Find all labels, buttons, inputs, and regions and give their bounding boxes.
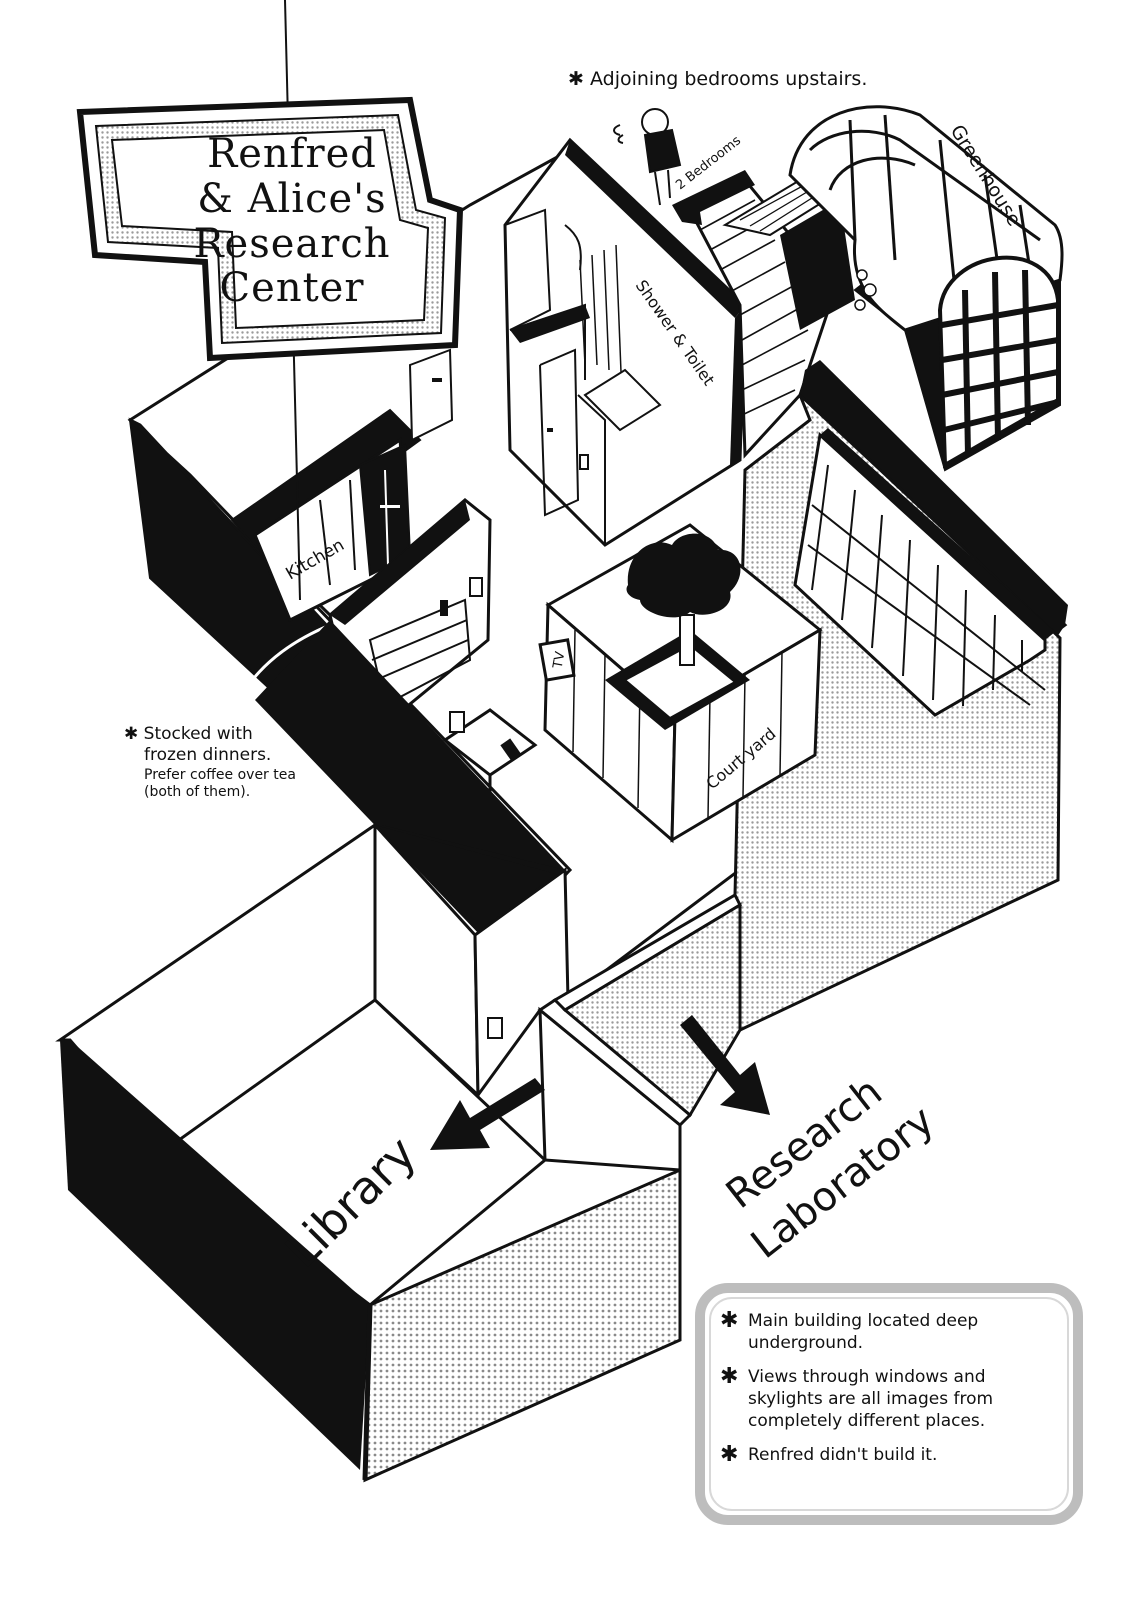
shower-toilet-block [503,137,747,547]
bedrooms-arrow [672,170,755,225]
asterisk-icon: ✱ [720,1442,739,1468]
courtyard [538,523,823,844]
info-box: ✱ Main building located deep underground… [720,1308,1060,1479]
center-black-wall [255,620,565,935]
title-line-1: Renfred [207,131,377,177]
page-title: Renfred & Alice's Research Center [142,132,442,311]
info-item: ✱ Views through windows and skylights ar… [720,1366,1060,1432]
fridge-note-line-2: frozen dinners. [144,745,272,766]
fridge-note-line-1: Stocked with [143,724,253,744]
kitchen-door [408,348,454,442]
library-arrow [430,1078,545,1150]
upstairs-note-text: Adjoining bedrooms upstairs. [589,68,868,90]
asterisk-icon: ✱ [124,724,139,744]
info-item-text: Renfred didn't build it. [748,1445,938,1466]
title-line-3: Research [193,220,391,267]
fridge-callout-line [228,623,331,731]
asterisk-icon: ✱ [568,68,584,90]
greenhouse [788,105,1064,472]
fridge-note-line-4: (both of them). [144,784,251,800]
tv-label: TV [551,650,569,670]
info-item-text: Main building located deep underground. [748,1311,979,1354]
fridge-note-line-3: Prefer coffee over tea [144,766,296,783]
character-figure [613,108,682,206]
info-item: ✱ Main building located deep underground… [720,1308,1060,1354]
title-line-4: Center [219,265,365,312]
fridge-note: ✱ Stocked with frozen dinners. Prefer co… [124,724,354,802]
info-item: ✱ Renfred didn't build it. [720,1444,1060,1466]
asterisk-icon: ✱ [720,1308,739,1333]
info-box-frame [695,1283,1083,1525]
laboratory-arrow [680,1015,770,1115]
title-line-2: & Alice's [197,175,387,222]
asterisk-icon: ✱ [720,1364,739,1390]
library-room [55,821,742,1483]
info-item-text: Views through windows and skylights are … [748,1367,994,1432]
upstairs-note: ✱ Adjoining bedrooms upstairs. [568,68,867,90]
